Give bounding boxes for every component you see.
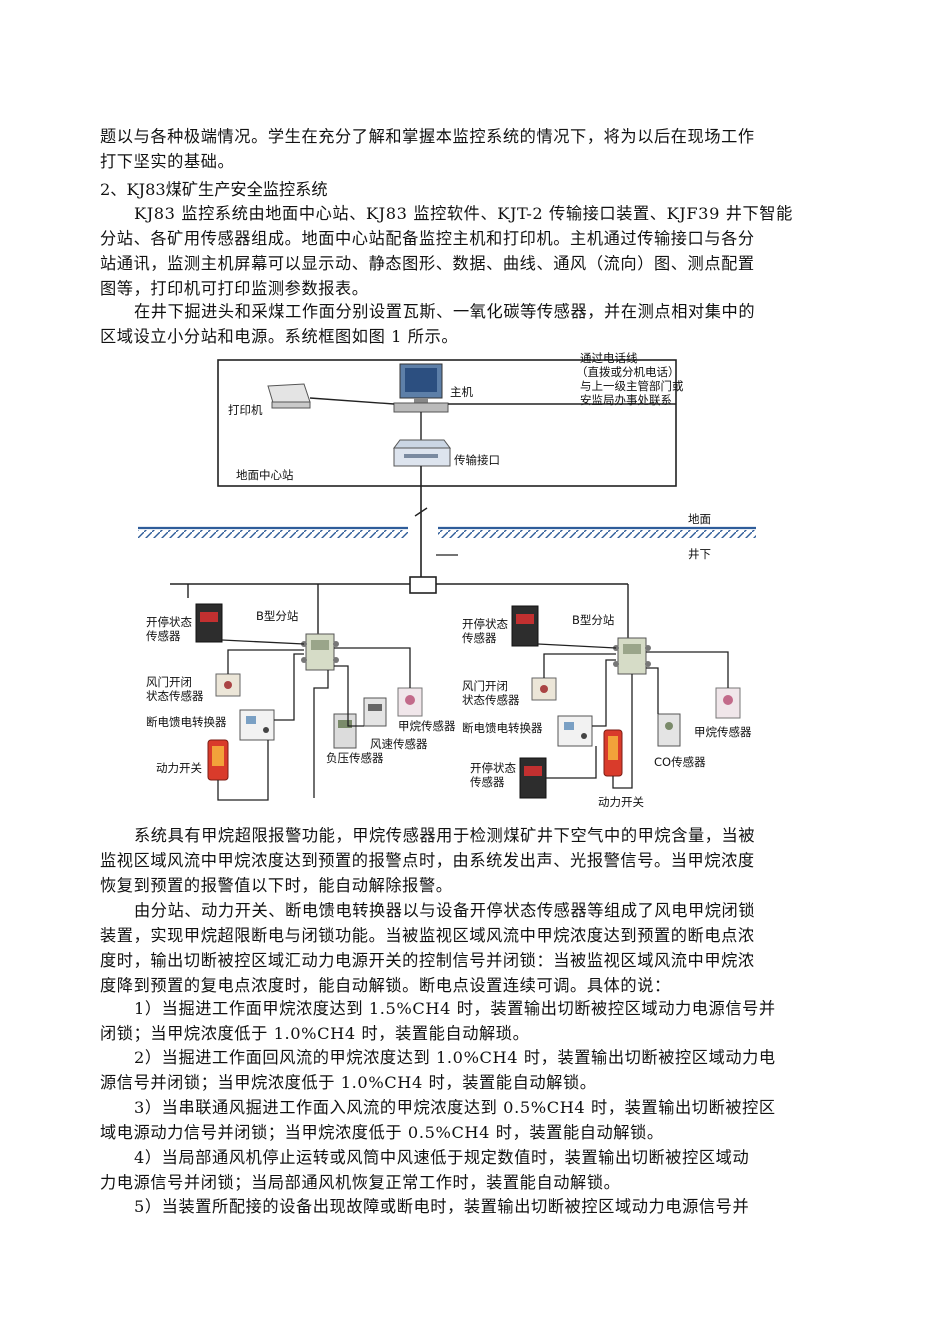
- text-line: 打下坚实的基础。: [100, 152, 235, 171]
- b-substation-label: B型分站: [572, 613, 615, 627]
- paragraph-alarm-function: 系统具有甲烷超限报警功能，甲烷传感器用于检测煤矿井下空气中的甲烷含量，当被 监视…: [100, 823, 852, 898]
- co-sensor-icon: [657, 713, 681, 747]
- power-switch-label: 动力开关: [156, 761, 202, 775]
- text-line: 题以与各种极端情况。学生在充分了解和掌握本监控系统的情况下，将为以后在现场工作: [100, 127, 755, 146]
- phone-note-line: （直拨或分机电话）: [576, 365, 680, 379]
- text-line: 2）当掘进工作面回风流的甲烷浓度达到 1.0%CH4 时，装置输出切断被控区域动…: [134, 1048, 776, 1067]
- onoff-sensor-icon: [511, 605, 539, 647]
- ground-surface: [138, 526, 756, 538]
- text-line: 图等，打印机可打印监测参数报表。: [100, 279, 369, 298]
- list-item-1: 1）当掘进工作面甲烷浓度达到 1.5%CH4 时，装置输出切断被控区域动力电源信…: [100, 996, 852, 1046]
- door-sensor-icon: [215, 673, 241, 697]
- text-line: KJ83 监控系统由地面中心站、KJ83 监控软件、KJT-2 传输接口装置、K…: [134, 204, 793, 223]
- pressure-sensor-label: 负压传感器: [326, 751, 384, 765]
- left-substation-group: B型分站 开停状态 传感器 风门开闭 状态传感器 断电馈电转换器: [146, 603, 456, 801]
- text-line: 源信号并闭锁；当甲烷浓度低于 1.0%CH4 时，装置能自动解锁。: [100, 1073, 597, 1092]
- door-sensor-icon: [531, 677, 557, 701]
- list-item-3: 3）当串联通风掘进工作面入风流的甲烷浓度达到 0.5%CH4 时，装置输出切断被…: [100, 1095, 852, 1145]
- methane-sensor-icon: [715, 687, 741, 719]
- host-label: 主机: [450, 385, 473, 399]
- onoff-sensor-label: 传感器: [470, 775, 505, 789]
- power-switch-label: 动力开关: [598, 795, 644, 809]
- wind-speed-sensor-icon: [363, 697, 387, 727]
- onoff-sensor-icon: [195, 603, 223, 643]
- paragraph-lockout-function: 由分站、动力开关、断电馈电转换器以与设备开停状态传感器等组成了风电甲烷闭锁 装置…: [100, 898, 852, 998]
- underground-label: 井下: [688, 547, 711, 561]
- text-line: 站通讯，监测主机屏幕可以显示动、静态图形、数据、曲线、通风（流向）图、测点配置: [100, 254, 755, 273]
- power-switch-icon: [603, 729, 623, 777]
- text-line: 在井下掘进头和采煤工作面分别设置瓦斯、一氧化碳等传感器，并在测点相对集中的: [134, 302, 756, 321]
- text-line: 恢复到预置的报警值以下时，能自动解除报警。: [100, 876, 453, 895]
- paragraph-sensor-placement: 在井下掘进头和采煤工作面分别设置瓦斯、一氧化碳等传感器，并在测点相对集中的 区域…: [100, 299, 852, 349]
- text-line: 监视区域风流中甲烷浓度达到预置的报警点时，由系统发出声、光报警信号。当甲烷浓度: [100, 851, 755, 870]
- converter-label: 断电馈电转换器: [462, 721, 543, 735]
- printer-label: 打印机: [228, 403, 263, 417]
- top-paragraph: 题以与各种极端情况。学生在充分了解和掌握本监控系统的情况下，将为以后在现场工作 …: [100, 124, 852, 174]
- printer-icon: [267, 383, 311, 409]
- ground-label: 地面: [688, 512, 711, 526]
- list-item-5: 5）当装置所配接的设备出现故障或断电时，装置输出切断被控区域动力电源信号并: [100, 1194, 852, 1219]
- host-computer-icon: [393, 363, 449, 413]
- onoff-sensor-icon: [519, 757, 547, 799]
- text-line: 5）当装置所配接的设备出现故障或断电时，装置输出切断被控区域动力电源信号并: [134, 1197, 750, 1216]
- negative-pressure-sensor-icon: [333, 713, 357, 749]
- b-substation-icon: [613, 637, 651, 675]
- phone-note-line: 通过电话线: [580, 351, 638, 365]
- phone-note-line: 安监局办事处联系: [580, 393, 672, 407]
- onoff-sensor-label: 传感器: [462, 631, 497, 645]
- methane-sensor-label: 甲烷传感器: [398, 719, 456, 733]
- bus-junction-box: [409, 576, 437, 594]
- text-line: 分站、各矿用传感器组成。地面中心站配备监控主机和打印机。主机通过传输接口与各分: [100, 229, 755, 248]
- onoff-sensor-label: 开停状态: [462, 617, 508, 631]
- converter-label: 断电馈电转换器: [146, 715, 227, 729]
- b-substation-icon: [301, 633, 339, 671]
- onoff-sensor-label: 传感器: [146, 629, 181, 643]
- onoff-sensor-label: 开停状态: [470, 761, 516, 775]
- methane-sensor-icon: [397, 687, 423, 717]
- door-sensor-label: 风门开闭: [146, 675, 192, 689]
- converter-icon: [239, 709, 275, 741]
- center-station-label: 地面中心站: [236, 468, 294, 482]
- methane-sensor-label: 甲烷传感器: [694, 725, 752, 739]
- wind-sensor-label: 风速传感器: [370, 737, 428, 751]
- list-item-4: 4）当局部通风机停止运转或风筒中风速低于规定数值时，装置输出切断被控区域动 力电…: [100, 1145, 852, 1195]
- text-line: 系统具有甲烷超限报警功能，甲烷传感器用于检测煤矿井下空气中的甲烷含量，当被: [134, 826, 756, 845]
- power-switch-icon: [207, 739, 229, 781]
- text-line: 闭锁；当甲烷浓度低于 1.0%CH4 时，装置能自动解琐。: [100, 1024, 530, 1043]
- paragraph-system-overview: KJ83 监控系统由地面中心站、KJ83 监控软件、KJT-2 传输接口装置、K…: [100, 201, 852, 301]
- transmission-interface-icon: [393, 439, 451, 467]
- phone-note-line: 与上一级主管部门或: [580, 379, 684, 393]
- co-sensor-label: CO传感器: [654, 755, 706, 769]
- text-line: 度时，输出切断被控区域汇动力电源开关的控制信号并闭锁：当被监视区域风流中甲烷浓: [100, 951, 755, 970]
- section-heading: 2、KJ83煤矿生产安全监控系统: [100, 180, 328, 199]
- door-sensor-label: 风门开闭: [462, 679, 508, 693]
- text-line: 区域设立小分站和电源。系统框图如图 1 所示。: [100, 327, 459, 346]
- text-line: 由分站、动力开关、断电馈电转换器以与设备开停状态传感器等组成了风电甲烷闭锁: [134, 901, 756, 920]
- text-line: 装置，实现甲烷超限断电与闭锁功能。当被监视区域风流中甲烷浓度达到预置的断电点浓: [100, 926, 755, 945]
- list-item-2: 2）当掘进工作面回风流的甲烷浓度达到 1.0%CH4 时，装置输出切断被控区域动…: [100, 1045, 852, 1095]
- onoff-sensor-label: 开停状态: [146, 615, 192, 629]
- text-line: 度降到预置的复电点浓度时，能自动解锁。断电点设置连续可调。具体的说：: [100, 976, 671, 995]
- right-substation-group: B型分站 开停状态 传感器 风门开闭 状态传感器 断电馈电转换器 开停状态: [462, 605, 752, 809]
- text-line: 3）当串联通风掘进工作面入风流的甲烷浓度达到 0.5%CH4 时，装置输出切断被…: [134, 1098, 776, 1117]
- b-substation-label: B型分站: [256, 609, 299, 623]
- text-line: 1）当掘进工作面甲烷浓度达到 1.5%CH4 时，装置输出切断被控区域动力电源信…: [134, 999, 776, 1018]
- converter-icon: [557, 715, 593, 747]
- center-station-frame: [217, 359, 677, 487]
- text-line: 域电源动力信号并闭锁；当甲烷浓度低于 0.5%CH4 时，装置能自动解锁。: [100, 1123, 664, 1142]
- door-sensor-label: 状态传感器: [146, 689, 204, 703]
- text-line: 4）当局部通风机停止运转或风筒中风速低于规定数值时，装置输出切断被控区域动: [134, 1148, 750, 1167]
- system-block-diagram: 通过电话线 （直拨或分机电话） 与上一级主管部门或 安监局办事处联系 主机 打印…: [138, 351, 756, 809]
- interface-label: 传输接口: [454, 453, 500, 467]
- text-line: 力电源信号并闭锁；当局部通风机恢复正常工作时，装置能自动解锁。: [100, 1173, 621, 1192]
- door-sensor-label: 状态传感器: [462, 693, 520, 707]
